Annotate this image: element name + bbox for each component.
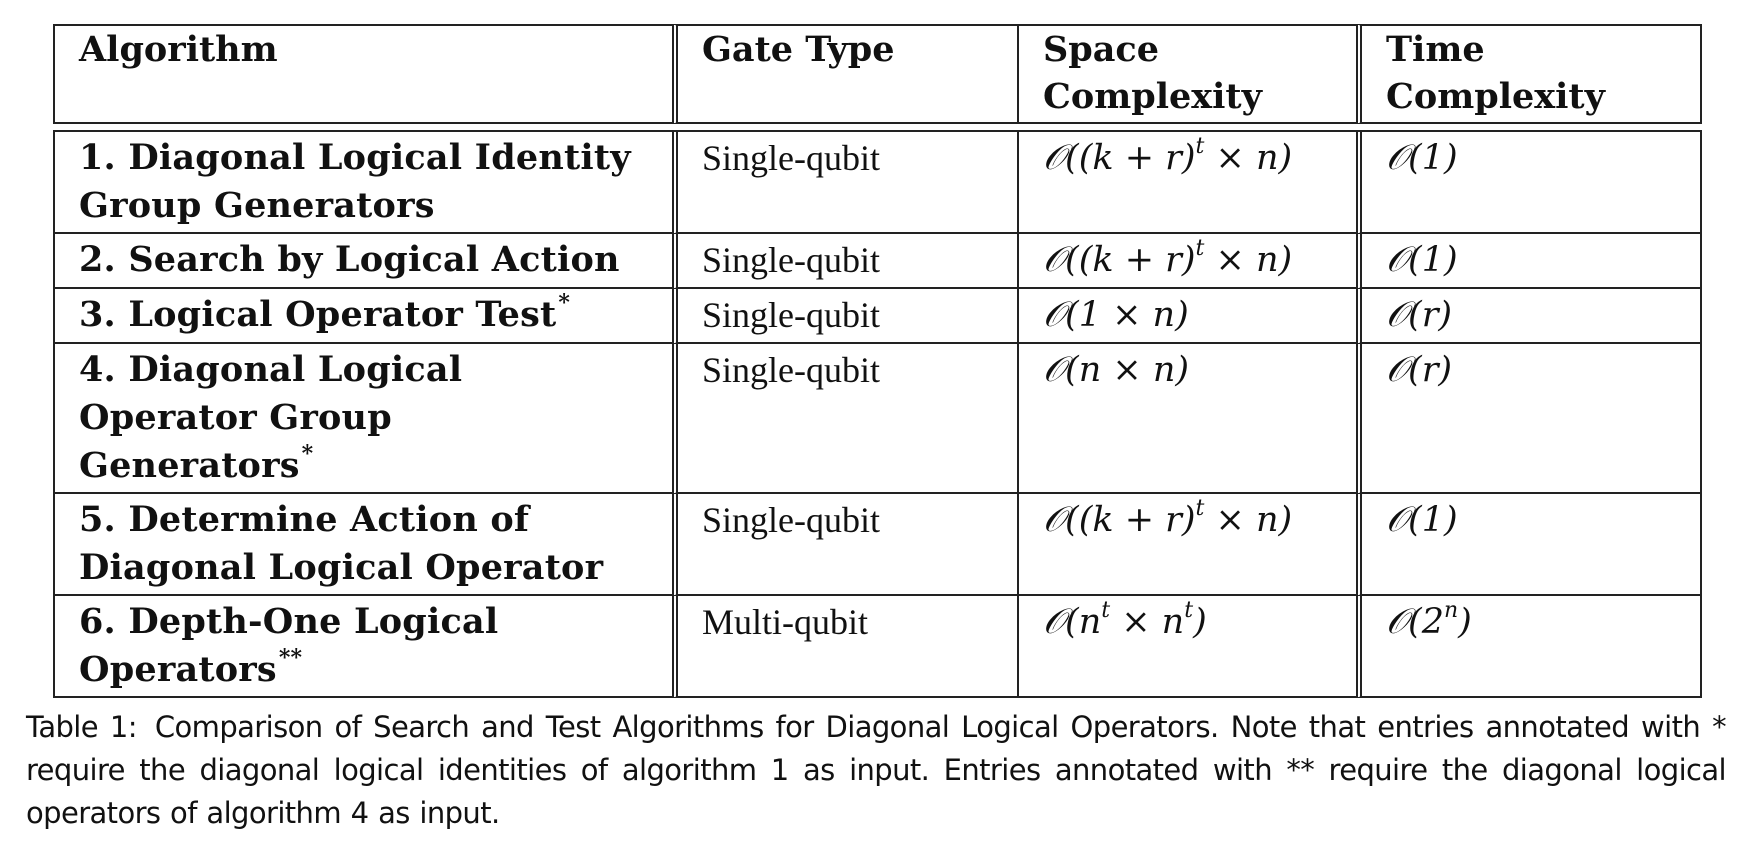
time-complexity-cell: 𝒪(r) — [1356, 344, 1702, 494]
space-complexity-cell: 𝒪(1 × n) — [1017, 289, 1356, 344]
time-complexity-cell: 𝒪(1) — [1356, 494, 1702, 596]
time-complexity-cell: 𝒪(2n) — [1356, 596, 1702, 698]
gate-type-cell: Single-qubit — [672, 289, 1017, 344]
algorithm-cell: 2. Search by Logical Action — [53, 234, 672, 289]
time-complexity-cell: 𝒪(r) — [1356, 289, 1702, 344]
time-complexity-cell: 𝒪(1) — [1356, 132, 1702, 234]
gate-type-cell: Single-qubit — [672, 344, 1017, 494]
header-gate-type: Gate Type — [672, 24, 1017, 124]
space-complexity-cell: 𝒪(n × n) — [1017, 344, 1356, 494]
gate-type-cell: Single-qubit — [672, 494, 1017, 596]
annotation-marker: * — [558, 290, 571, 316]
caption-label: Table 1: — [26, 710, 138, 744]
algorithm-name: 2. Search by Logical Action — [79, 239, 620, 280]
caption-text: Comparison of Search and Test Algorithms… — [26, 710, 1727, 830]
double-rule — [53, 124, 1702, 132]
time-complexity-cell: 𝒪(1) — [1356, 234, 1702, 289]
annotation-marker: ** — [278, 645, 303, 671]
gate-type-cell: Multi-qubit — [672, 596, 1017, 698]
gate-type-cell: Single-qubit — [672, 234, 1017, 289]
header-algorithm: Algorithm — [53, 24, 672, 124]
space-complexity-cell: 𝒪((k + r)t × n) — [1017, 234, 1356, 289]
header-separator — [53, 124, 1702, 132]
annotation-marker: * — [301, 441, 314, 467]
space-complexity-cell: 𝒪((k + r)t × n) — [1017, 494, 1356, 596]
table-caption: Table 1: Comparison of Search and Test A… — [26, 706, 1727, 835]
space-complexity-cell: 𝒪(nt × nt) — [1017, 596, 1356, 698]
table-row: 2. Search by Logical Action Single-qubit… — [53, 234, 1702, 289]
table-row: 3. Logical Operator Test* Single-qubit 𝒪… — [53, 289, 1702, 344]
algorithm-cell: 3. Logical Operator Test* — [53, 289, 672, 344]
gate-type-cell: Single-qubit — [672, 132, 1017, 234]
space-complexity-cell: 𝒪((k + r)t × n) — [1017, 132, 1356, 234]
algorithm-name: 3. Logical Operator Test* — [79, 290, 571, 335]
